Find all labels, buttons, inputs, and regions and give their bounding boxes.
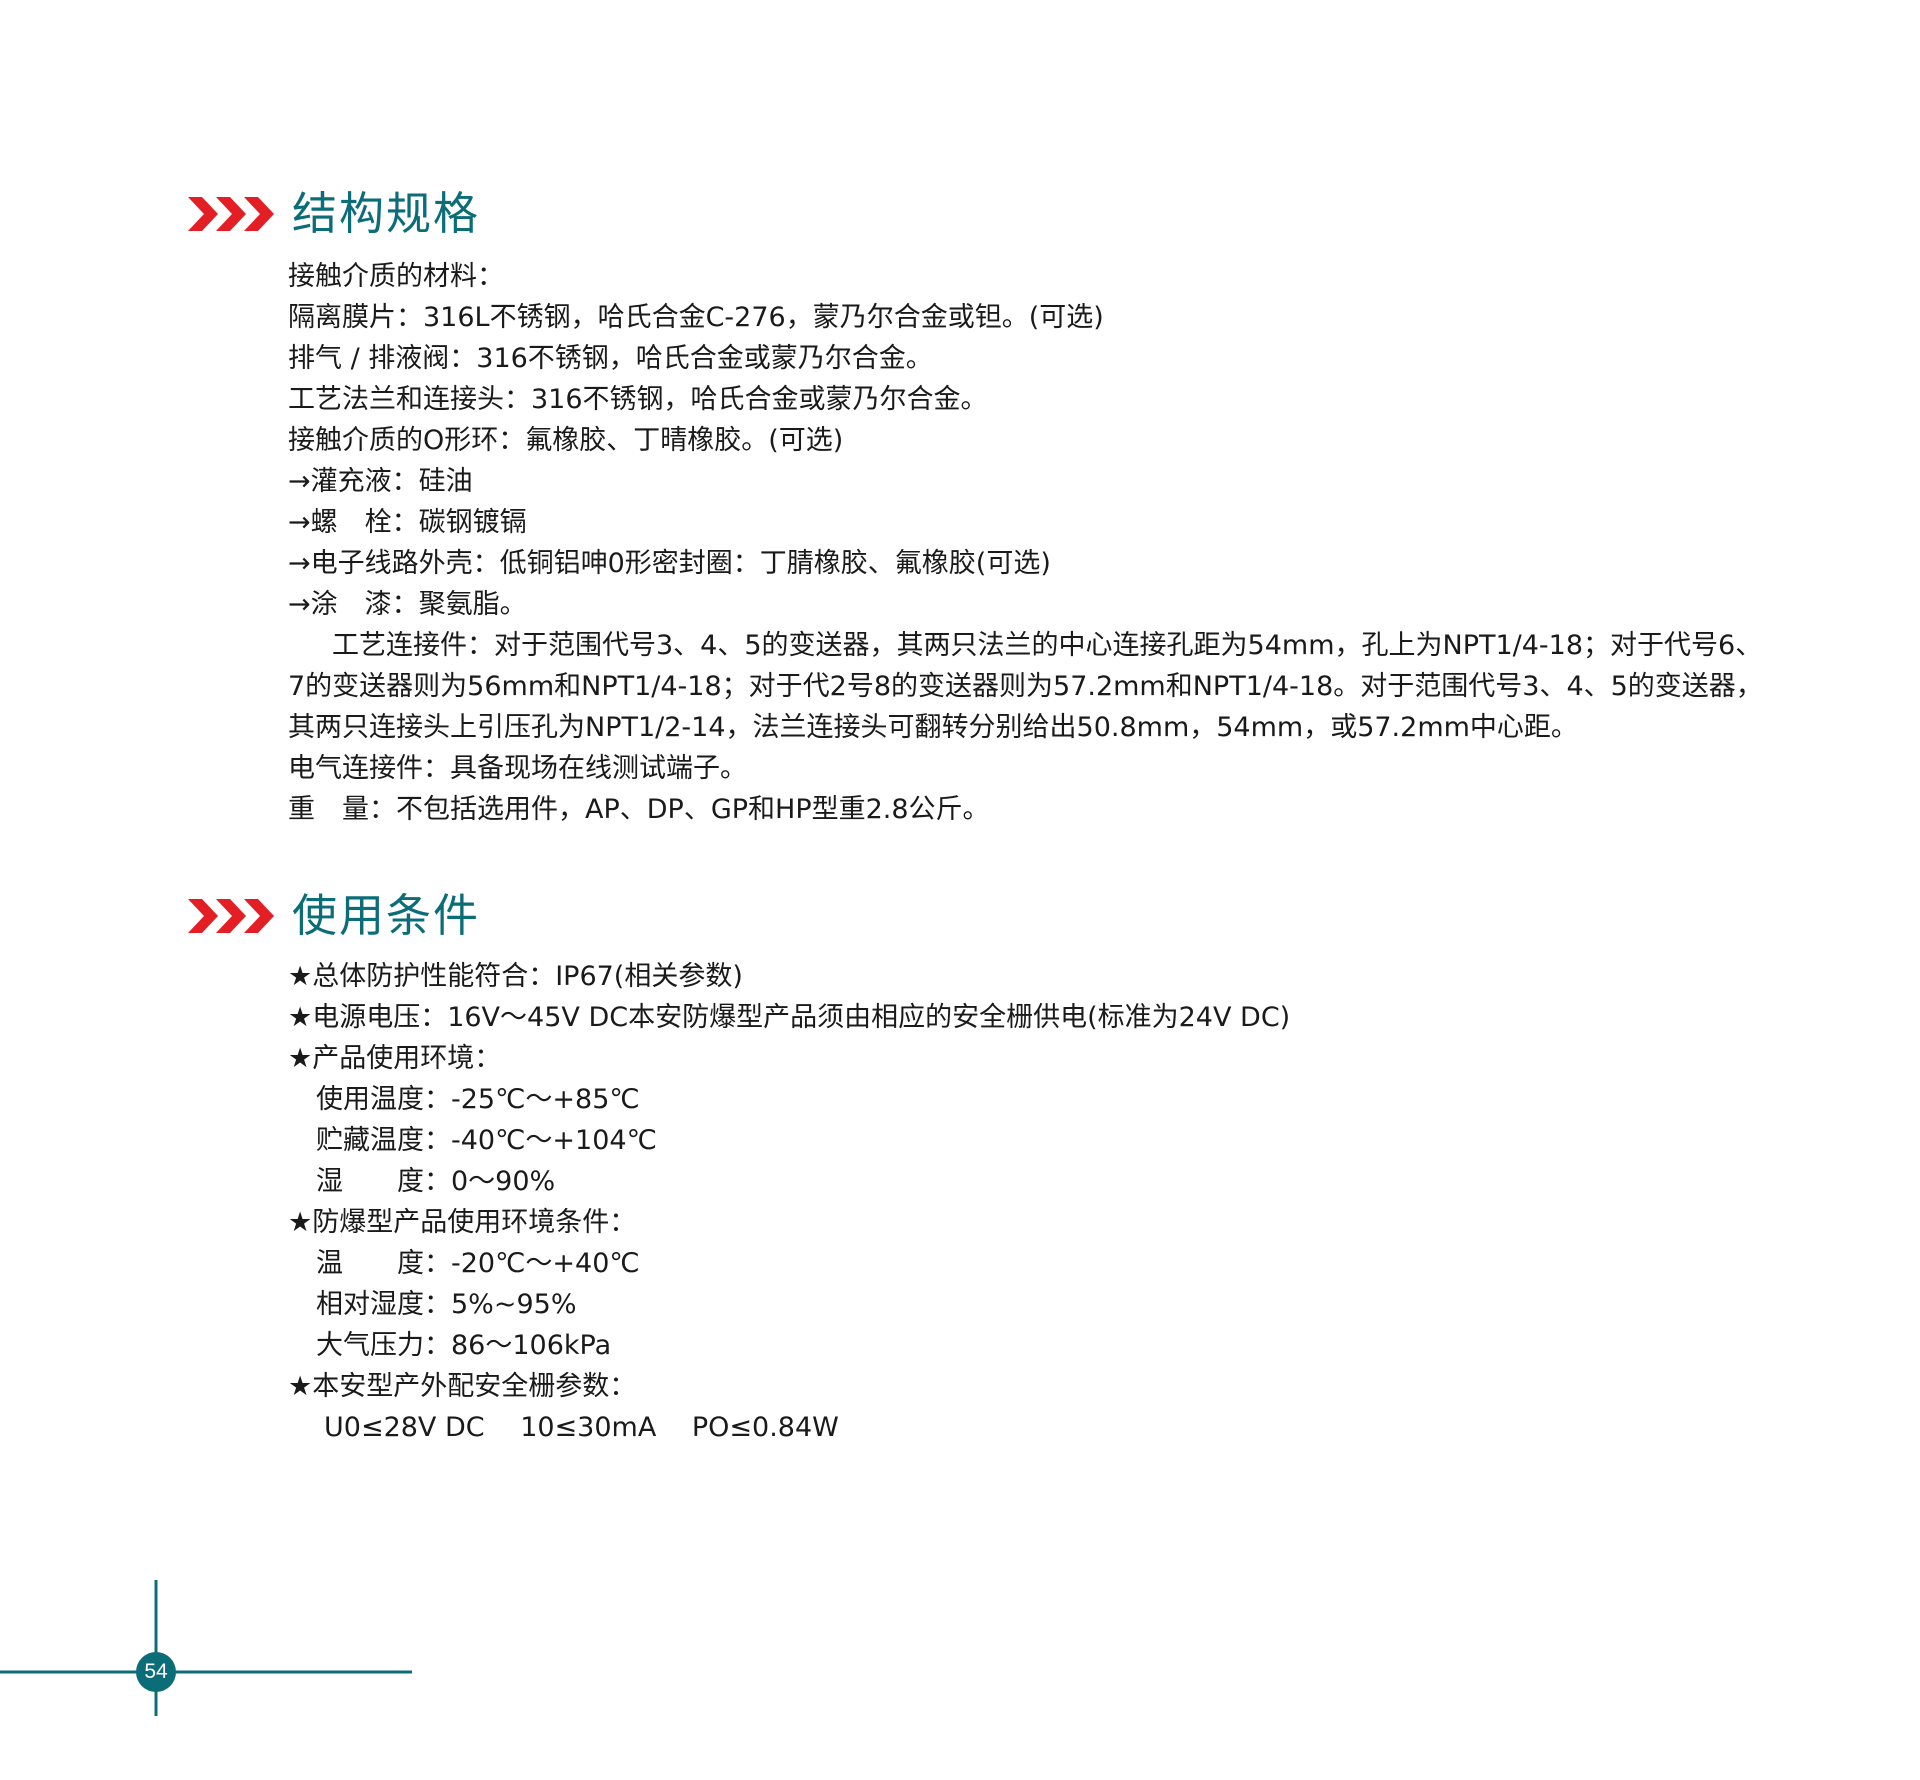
spec-line: →灌充液：硅油 — [288, 466, 473, 497]
condition-sub-line: 大气压力：86～106kPa — [316, 1330, 612, 1361]
section-header-conditions: 使用条件 — [188, 886, 480, 946]
triple-chevron-icon — [188, 197, 274, 231]
spec-line: 接触介质的O形环：氟橡胶、丁晴橡胶。(可选) — [288, 425, 844, 456]
spec-line: →螺 栓：碳钢镀镉 — [288, 507, 527, 538]
spec-line: 重 量：不包括选用件，AP、DP、GP和HP型重2.8公斤。 — [288, 794, 990, 825]
condition-line: ★本安型产外配安全栅参数： — [288, 1371, 637, 1402]
condition-line: ★总体防护性能符合：IP67(相关参数) — [288, 961, 743, 992]
condition-sub-line: 湿 度：0～90% — [316, 1166, 556, 1197]
section-title: 使用条件 — [292, 889, 481, 942]
spec-line: →电子线路外壳：低铜铝呻0形密封圈：丁腈橡胶、氟橡胶(可选) — [288, 548, 1051, 579]
section-header-structure: 结构规格 — [188, 184, 480, 244]
condition-sub-line: 贮藏温度：-40℃～+104℃ — [316, 1125, 657, 1156]
spec-line: 排气 / 排液阀：316不锈钢，哈氏合金或蒙乃尔合金。 — [288, 343, 933, 374]
spec-line: 隔离膜片：316L不锈钢，哈氏合金C-276，蒙乃尔合金或钽。(可选) — [288, 302, 1104, 333]
condition-line: ★电源电压：16V～45V DC本安防爆型产品须由相应的安全栅供电(标准为24V… — [288, 1002, 1291, 1033]
condition-sub-line: 相对湿度：5%~95% — [316, 1289, 577, 1320]
page-marker-lines — [0, 1580, 412, 1716]
spec-line: 工艺法兰和连接头：316不锈钢，哈氏合金或蒙乃尔合金。 — [288, 384, 988, 415]
barrier-parameters-line: U0≤28V DC 10≤30mA PO≤0.84W — [324, 1412, 839, 1443]
condition-sub-line: 温 度：-20℃～+40℃ — [316, 1248, 640, 1279]
spec-line: →涂 漆：聚氨脂。 — [288, 589, 527, 620]
condition-line: ★产品使用环境： — [288, 1043, 502, 1074]
condition-sub-line: 使用温度：-25℃～+85℃ — [316, 1084, 640, 1115]
section-title: 结构规格 — [292, 187, 481, 240]
triple-chevron-icon — [188, 899, 274, 933]
section-body-conditions: ★总体防护性能符合：IP67(相关参数) ★电源电压：16V～45V DC本安防… — [288, 956, 1768, 1448]
page-number: 54 — [136, 1652, 176, 1692]
section-body-structure: 接触介质的材料： 隔离膜片：316L不锈钢，哈氏合金C-276，蒙乃尔合金或钽。… — [288, 256, 1768, 830]
spec-line: 电气连接件：具备现场在线测试端子。 — [288, 753, 747, 784]
condition-line: ★防爆型产品使用环境条件： — [288, 1207, 637, 1238]
spec-line: 接触介质的材料： — [288, 261, 504, 292]
process-connection-paragraph: 工艺连接件：对于范围代号3、4、5的变送器，其两只法兰的中心连接孔距为54mm，… — [288, 630, 1763, 743]
